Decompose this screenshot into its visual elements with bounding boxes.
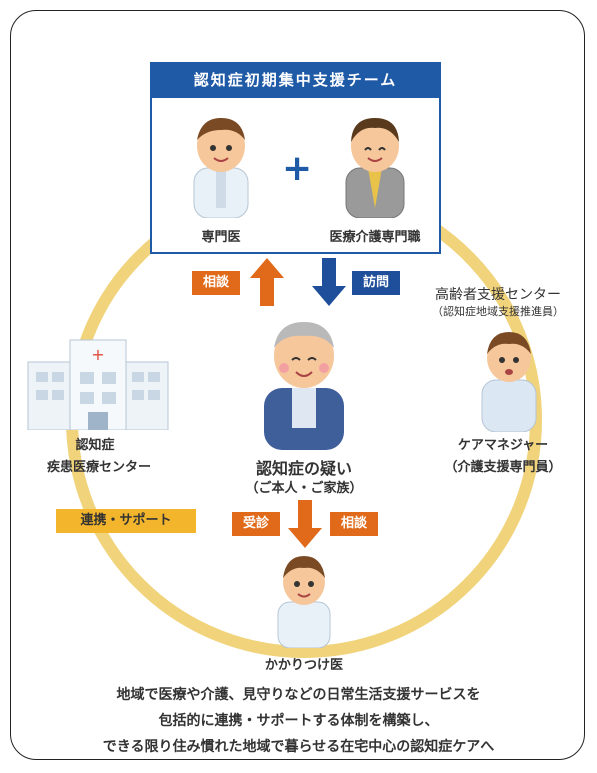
specialist-label: 専門医 xyxy=(201,230,241,245)
care-professional-label: 医療介護専門職 xyxy=(329,230,421,245)
summary-line-3: できる限り住み慣れた地域で暮らせる在宅中心の認知症ケアへ xyxy=(102,739,495,755)
exam-tag: 受診 xyxy=(232,512,280,536)
center-title: 認知症の疑い xyxy=(255,459,352,478)
dementia-center-label-2: 疾患医療センター xyxy=(46,460,151,475)
care-manager-sub: （介護支援専門員） xyxy=(444,460,562,475)
hospital-building-icon: + xyxy=(27,339,169,430)
summary-line-2: 包括的に連携・サポートする体制を構築し、 xyxy=(158,713,439,729)
svg-text:+: + xyxy=(91,345,104,364)
dementia-center-label-1: 認知症 xyxy=(75,438,115,453)
arrow-up-icon xyxy=(250,258,284,306)
arrow-down-orange-icon xyxy=(288,500,322,548)
summary-line-1: 地域で医療や介護、見守りなどの日常生活支援サービスを xyxy=(116,687,481,703)
center-subtitle: （ご本人・ご家族） xyxy=(245,481,363,496)
consult-up-tag: 相談 xyxy=(192,271,240,295)
visit-tag: 訪問 xyxy=(352,271,400,295)
outer-frame xyxy=(10,10,585,760)
care-manager-icon xyxy=(481,332,537,432)
elderly-support-center-label: 高齢者支援センター xyxy=(435,287,561,303)
patient-elderly-icon xyxy=(264,322,344,450)
care-manager-label: ケアマネジャー xyxy=(457,438,549,453)
consult-down-tag: 相談 xyxy=(330,512,378,536)
specialist-doctor-icon xyxy=(193,118,249,218)
family-doctor-label: かかりつけ医 xyxy=(264,658,344,673)
support-tag: 連携・サポート xyxy=(56,509,196,533)
elderly-support-center-sub: （認知症地域支援推進員） xyxy=(432,305,564,318)
family-doctor-icon xyxy=(277,556,331,648)
support-team-title: 認知症初期集中支援チーム xyxy=(150,62,441,98)
plus-sign: + xyxy=(282,148,313,189)
arrow-down-icon xyxy=(312,258,346,306)
care-professional-icon xyxy=(345,118,405,218)
